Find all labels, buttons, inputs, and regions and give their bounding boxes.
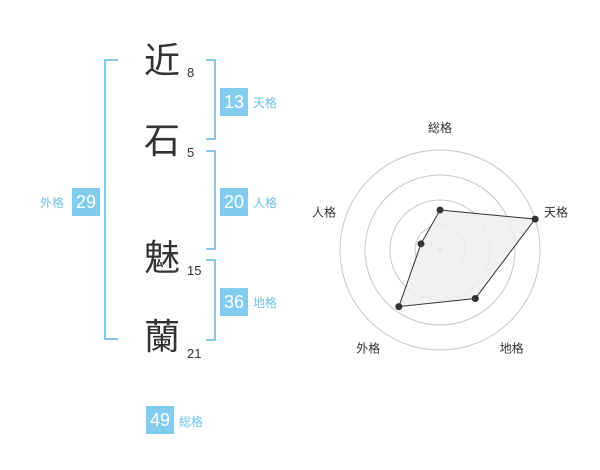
radar-data-points (395, 206, 539, 311)
gaikaku-score: 29 (72, 188, 100, 216)
jinkaku-label: 人格 (253, 196, 278, 210)
radar-point (471, 295, 479, 303)
radar-axis-label: 総格 (428, 120, 452, 135)
name-char-1: 近 (143, 41, 180, 82)
soukaku-label: 総格 (179, 415, 204, 429)
tenkaku-label: 天格 (253, 96, 278, 110)
radar-point (395, 303, 403, 311)
radar-chart: 総格天格地格 外格 人格 (300, 100, 600, 380)
radar-point (531, 215, 539, 223)
gaikaku-bracket (104, 59, 118, 340)
radar-data-area (398, 209, 537, 308)
radar-point (436, 206, 444, 214)
soukaku-score: 49 (146, 406, 174, 434)
stroke-count-3: 15 (187, 263, 202, 278)
chikaku-label: 地格 (253, 296, 278, 310)
tenkaku-bracket (206, 59, 216, 140)
radar-axis-label: 外格 (356, 341, 380, 356)
stroke-count-4: 21 (187, 346, 202, 361)
jinkaku-score: 20 (220, 188, 248, 216)
chikaku-score: 36 (220, 288, 248, 316)
radar-axis-label: 人格 (312, 204, 336, 219)
name-char-2: 石 (143, 121, 180, 162)
name-char-4: 蘭 (143, 317, 180, 358)
stroke-count-1: 8 (187, 65, 195, 80)
tenkaku-score: 13 (220, 88, 248, 116)
jinkaku-bracket (206, 150, 216, 250)
stroke-count-2: 5 (187, 145, 195, 160)
chikaku-bracket (206, 259, 216, 341)
radar-point (417, 240, 425, 248)
radar-ring (339, 149, 541, 351)
radar-axis-label: 地格 (500, 341, 524, 356)
gaikaku-label: 外格 (40, 196, 65, 210)
name-char-3: 魅 (143, 238, 180, 279)
radar-axis-label: 天格 (544, 204, 568, 219)
radar-ring (364, 174, 516, 326)
